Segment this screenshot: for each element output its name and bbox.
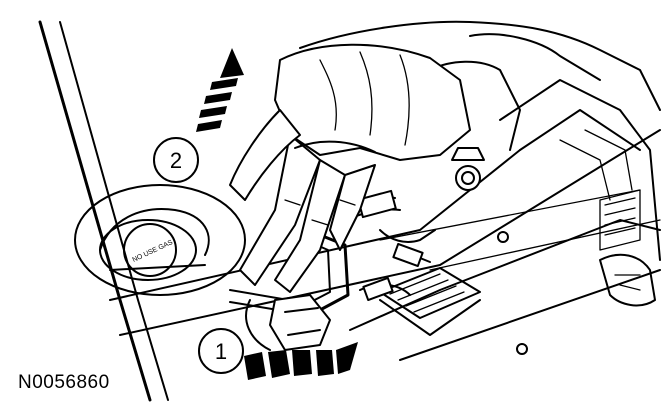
pcv-tube [229,233,350,351]
callout-1-label: 1 [215,339,227,364]
cap-text: NO USE GAS [131,239,174,264]
dipstick-rod [38,20,169,402]
oil-filler-cap: NO USE GAS [74,184,246,296]
figure-id: N0056860 [16,372,112,394]
callout-2-label: 2 [170,148,182,173]
callout-1: 1 [198,328,244,374]
hand-illustration [229,43,471,293]
callout-2: 2 [153,137,199,183]
engine-bay-background [109,20,661,361]
motion-arrow-lift [196,48,244,132]
motion-arrow-rotate [244,342,358,380]
